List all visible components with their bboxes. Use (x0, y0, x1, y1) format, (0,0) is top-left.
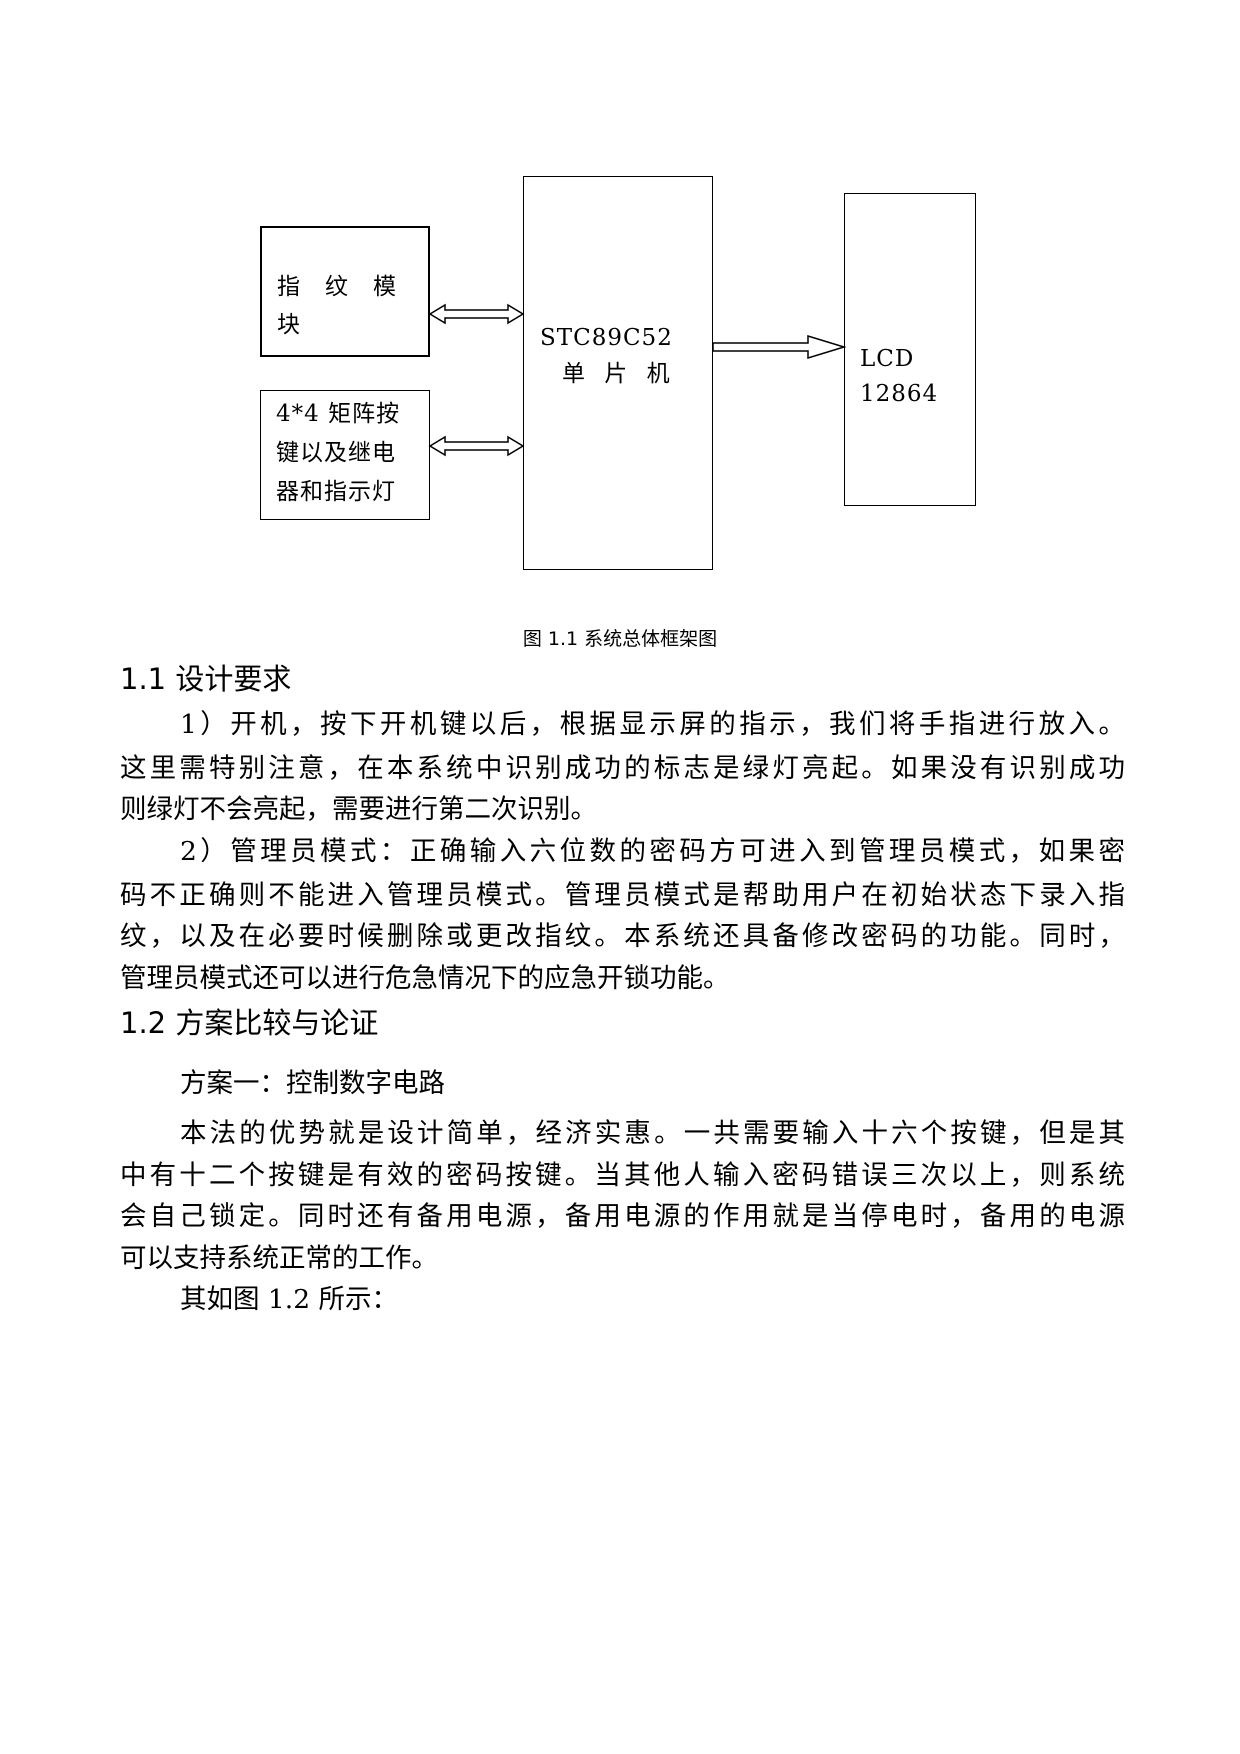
paragraph-line: 方案一：控制数字电路 (180, 1068, 445, 1099)
block-label: STC89C52 (540, 325, 673, 351)
block-label: 器和指示灯 (276, 479, 396, 505)
keypad-relay-box: 4*4 矩阵按 键以及继电 器和指示灯 (260, 390, 430, 520)
lcd-box: LCD 12864 (844, 193, 976, 506)
paragraph-line: 可以支持系统正常的工作。 (120, 1243, 438, 1274)
block-label: 12864 (860, 381, 939, 407)
paragraph-line: 1）开机，按下开机键以后，根据显示屏的指示，我们将手指进行放入。 (180, 709, 1125, 740)
section-heading: 1.2 方案比较与论证 (120, 1006, 379, 1040)
block-label: 4*4 矩阵按 (276, 401, 401, 427)
paragraph-line: 这里需特别注意，在本系统中识别成功的标志是绿灯亮起。如果没有识别成功 (120, 753, 1125, 784)
paragraph-line: 会自己锁定。同时还有备用电源，备用电源的作用就是当停电时，备用的电源 (120, 1201, 1125, 1232)
arrow-mcu-to-lcd (712, 334, 847, 360)
arrows (428, 303, 847, 457)
paragraph-line: 中有十二个按键是有效的密码按键。当其他人输入密码错误三次以上，则系统 (120, 1160, 1125, 1191)
paragraph-line: 码不正确则不能进入管理员模式。管理员模式是帮助用户在初始状态下录入指 (120, 880, 1125, 911)
paragraph-line: 2）管理员模式：正确输入六位数的密码方可进入到管理员模式，如果密 (180, 836, 1125, 867)
figure-caption: 图 1.1 系统总体框架图 (522, 628, 718, 650)
block-label: LCD (860, 346, 915, 372)
paragraph-line: 则绿灯不会亮起，需要进行第二次识别。 (120, 794, 597, 825)
bidirectional-arrow-fingerprint (428, 303, 525, 325)
mcu-box: STC89C52 单 片 机 (523, 176, 713, 570)
paragraph-line: 其如图 1.2 所示： (180, 1284, 398, 1315)
paragraph-line: 本法的优势就是设计简单，经济实惠。一共需要输入十六个按键，但是其 (180, 1118, 1125, 1149)
paragraph-line: 管理员模式还可以进行危急情况下的应急开锁功能。 (120, 963, 730, 994)
block-label: 键以及继电 (276, 440, 396, 466)
block-label: 块 (277, 312, 301, 338)
paragraph-line: 纹，以及在必要时候删除或更改指纹。本系统还具备修改密码的功能。同时， (120, 921, 1125, 952)
section-heading: 1.1 设计要求 (120, 662, 292, 696)
fingerprint-module-box: 指 纹 模 块 (260, 226, 430, 357)
block-label: 指 纹 模 (277, 274, 397, 300)
block-label: 单 片 机 (562, 361, 676, 387)
bidirectional-arrow-keypad (428, 435, 525, 457)
